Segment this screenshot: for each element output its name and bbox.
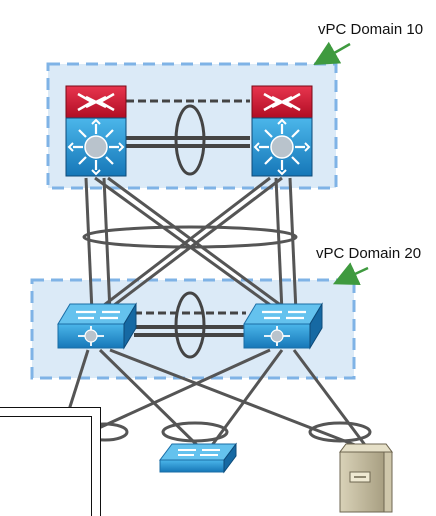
vpc-domain-20-label: vPC Domain 20 <box>316 245 421 262</box>
peer-link-domain-10 <box>126 99 250 176</box>
port-channel-ring-right <box>308 421 372 443</box>
access-switch-icon-edge <box>159 442 237 474</box>
peer-link-domain-20 <box>134 291 246 359</box>
access-to-edge-links <box>60 348 367 450</box>
vpc-domain-20-arrow <box>332 262 369 286</box>
access-switch-icon-left <box>57 302 137 350</box>
nexus-core-switch-icon-right <box>251 85 313 177</box>
access-switch-icon-right <box>243 302 323 350</box>
port-channel-ring-core-to-access <box>82 225 298 249</box>
core-to-access-links <box>84 176 298 314</box>
vpc-domain-10-arrow <box>313 41 351 65</box>
server-icon <box>339 443 393 513</box>
overlay-panel <box>0 407 101 516</box>
vpc-domain-10-label: vPC Domain 10 <box>318 21 423 38</box>
nexus-core-switch-icon-left <box>65 85 127 177</box>
port-channel-ring-middle <box>161 421 229 443</box>
